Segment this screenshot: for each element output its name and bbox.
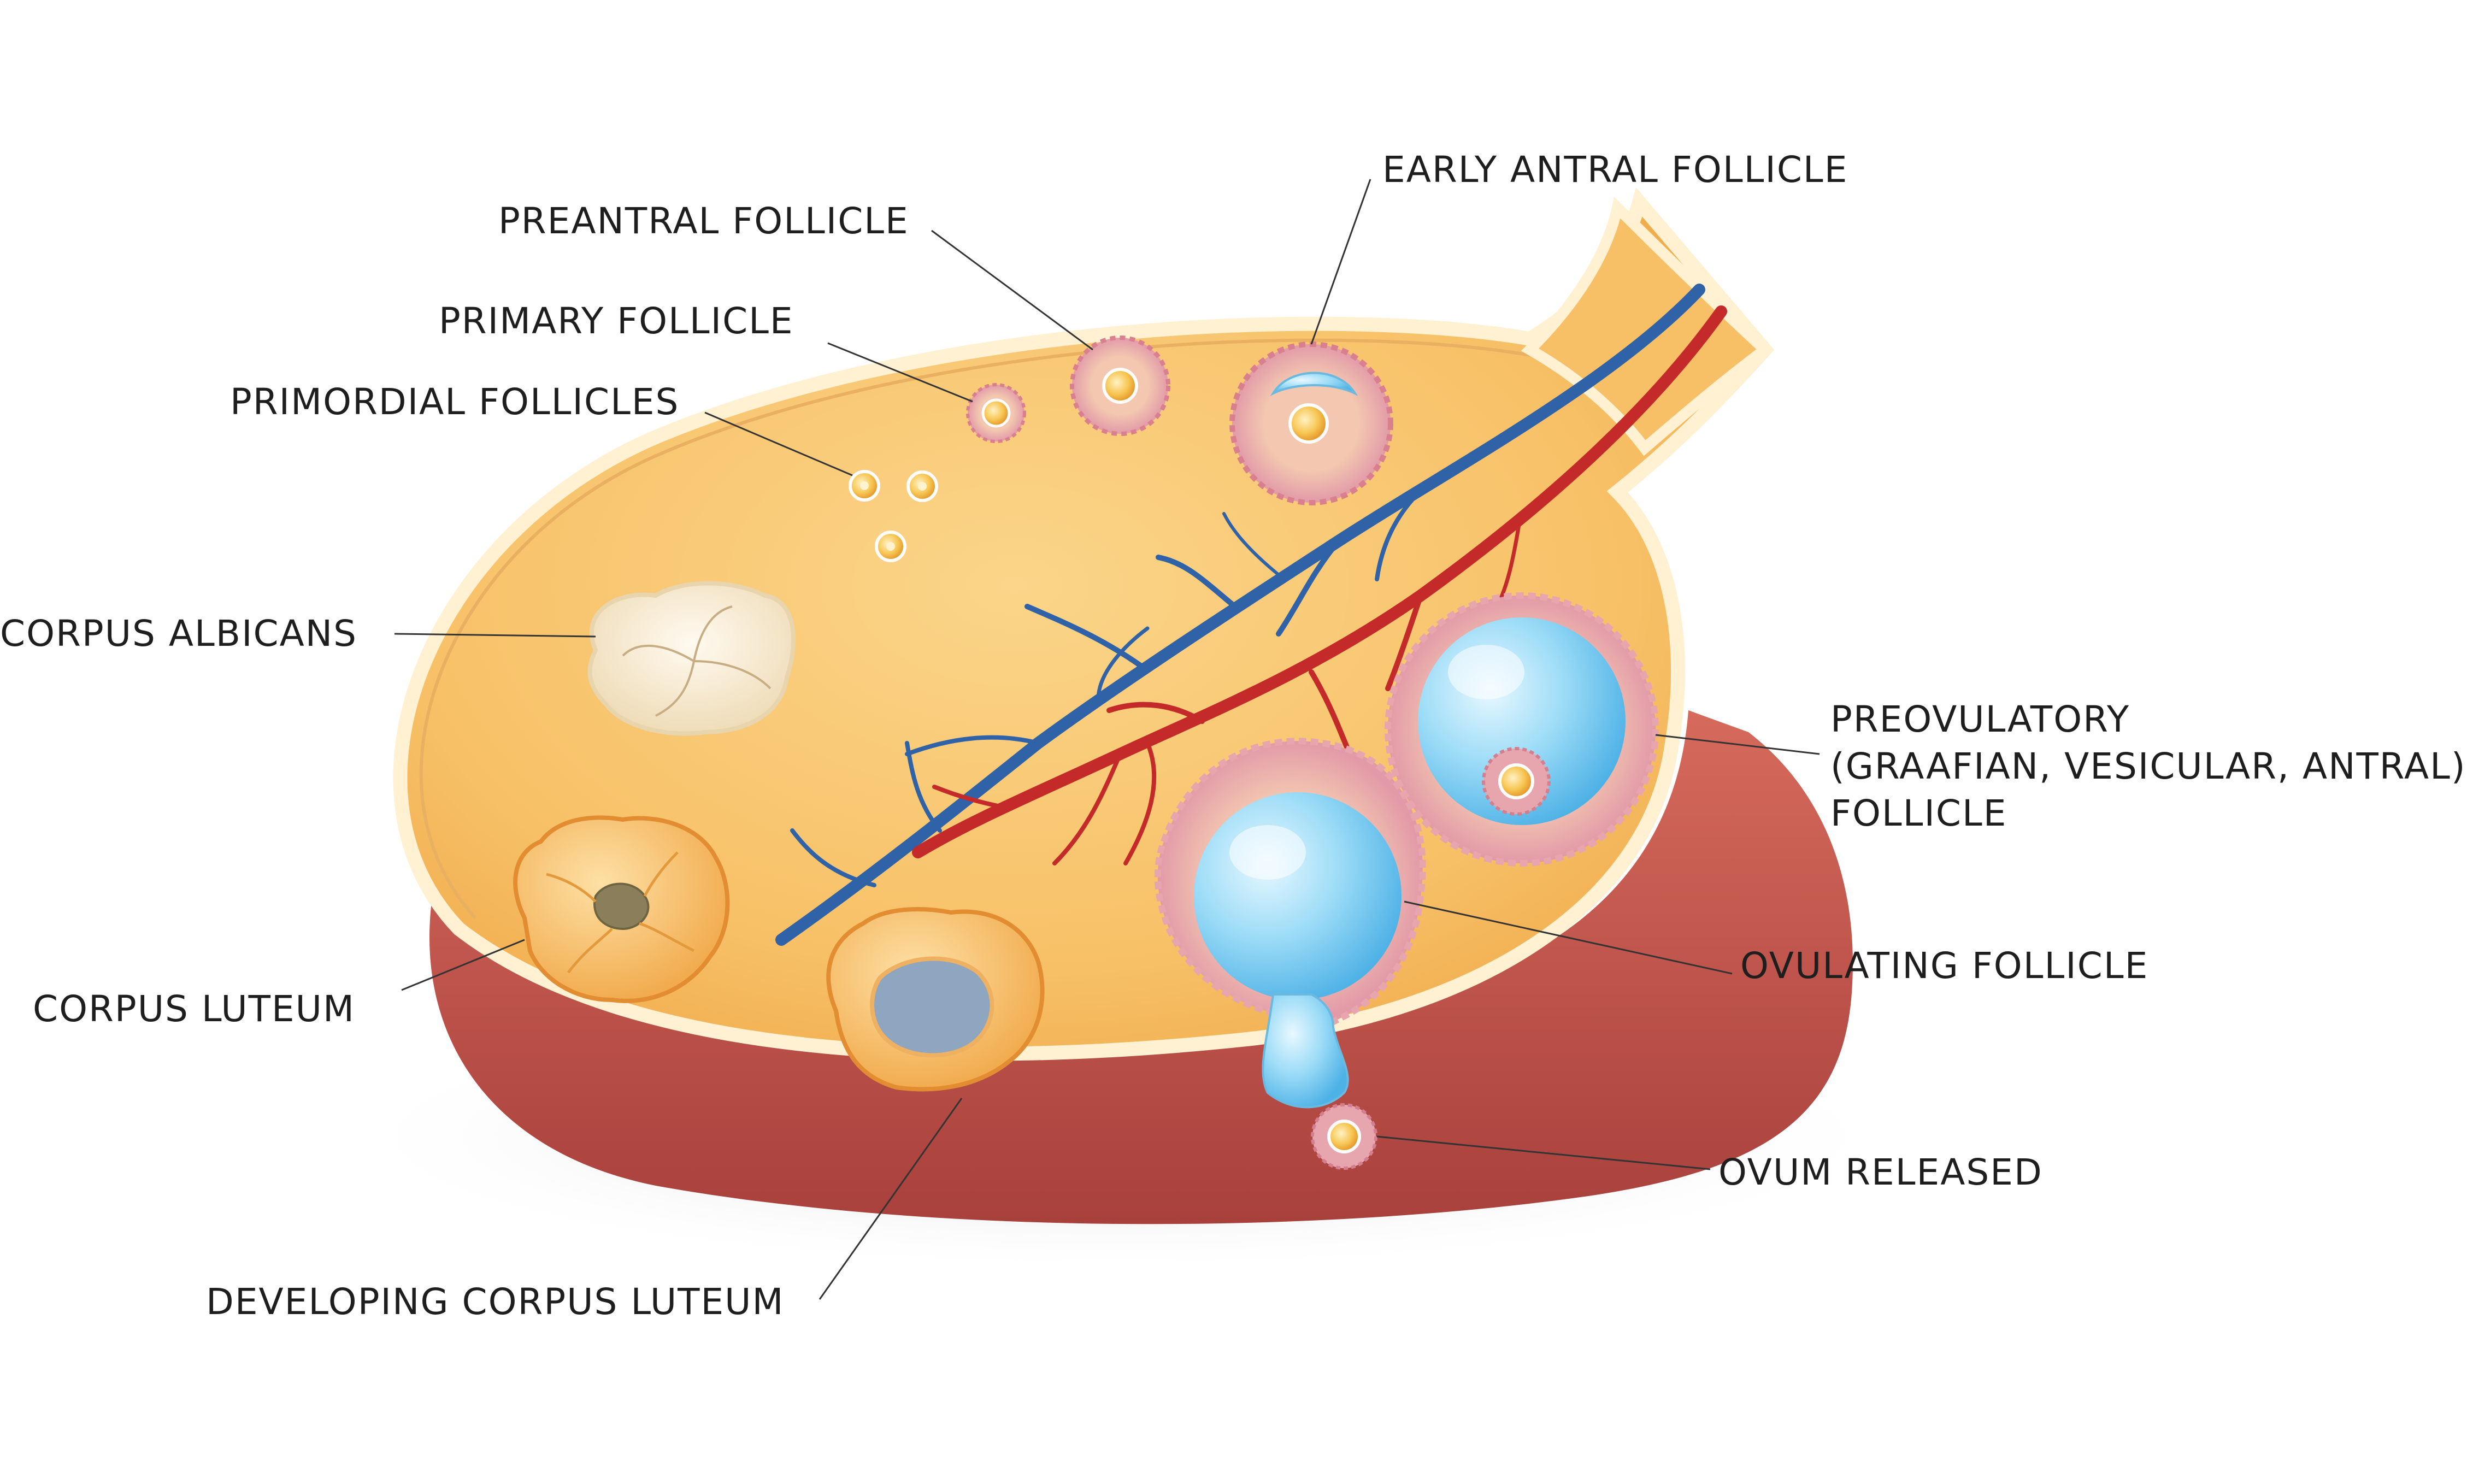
primordial-follicles [849, 470, 938, 562]
leader-corpus-luteum [401, 939, 525, 991]
preovulatory-follicle [1385, 592, 1659, 867]
ovulating-follicle [1154, 738, 1426, 1109]
artery-vessels [912, 305, 1727, 865]
leader-corpus-albicans [394, 633, 596, 638]
primary-follicle [966, 383, 1026, 443]
label-preantral-follicle: PREANTRAL FOLLICLE [498, 200, 909, 242]
released-ovum [1311, 1103, 1377, 1170]
label-developing-corpus-luteum: DEVELOPING CORPUS LUTEUM [206, 1281, 785, 1323]
label-preovulatory-line1: PREOVULATORY [1830, 698, 2130, 740]
ovary-wall [429, 710, 1853, 1224]
corpus-luteum [513, 815, 730, 1003]
leader-primordial [704, 411, 853, 476]
leader-ovum [1376, 1135, 1711, 1170]
early-antral-follicle [1229, 341, 1393, 505]
leader-early-antral [1310, 179, 1371, 345]
leader-ovulating [1404, 900, 1733, 975]
leader-primary [827, 342, 973, 403]
label-early-antral-follicle: EARLY ANTRAL FOLLICLE [1382, 149, 1848, 191]
label-primordial-follicles: PRIMORDIAL FOLLICLES [230, 381, 680, 423]
leader-preantral [931, 229, 1093, 351]
label-ovum-released: OVUM RELEASED [1718, 1151, 2043, 1193]
developing-corpus-luteum [826, 907, 1045, 1092]
leader-developing-cl [819, 1098, 963, 1300]
leader-lines [394, 179, 1820, 1300]
label-preovulatory-line2: (GRAAFIAN, VESICULAR, ANTRAL) [1830, 745, 2466, 787]
corpus-albicans [587, 581, 796, 736]
ovary-rim [419, 338, 1530, 920]
vein-vessels [775, 284, 1705, 946]
label-primary-follicle: PRIMARY FOLLICLE [439, 300, 794, 342]
label-ovulating-follicle: OVULATING FOLLICLE [1740, 945, 2149, 987]
label-corpus-luteum: CORPUS LUTEUM [33, 988, 355, 1030]
label-corpus-albicans: CORPUS ALBICANS [0, 613, 358, 655]
preantral-follicle [1070, 335, 1170, 436]
leader-preovulatory [1655, 734, 1820, 755]
label-preovulatory-line3: FOLLICLE [1830, 792, 2007, 834]
